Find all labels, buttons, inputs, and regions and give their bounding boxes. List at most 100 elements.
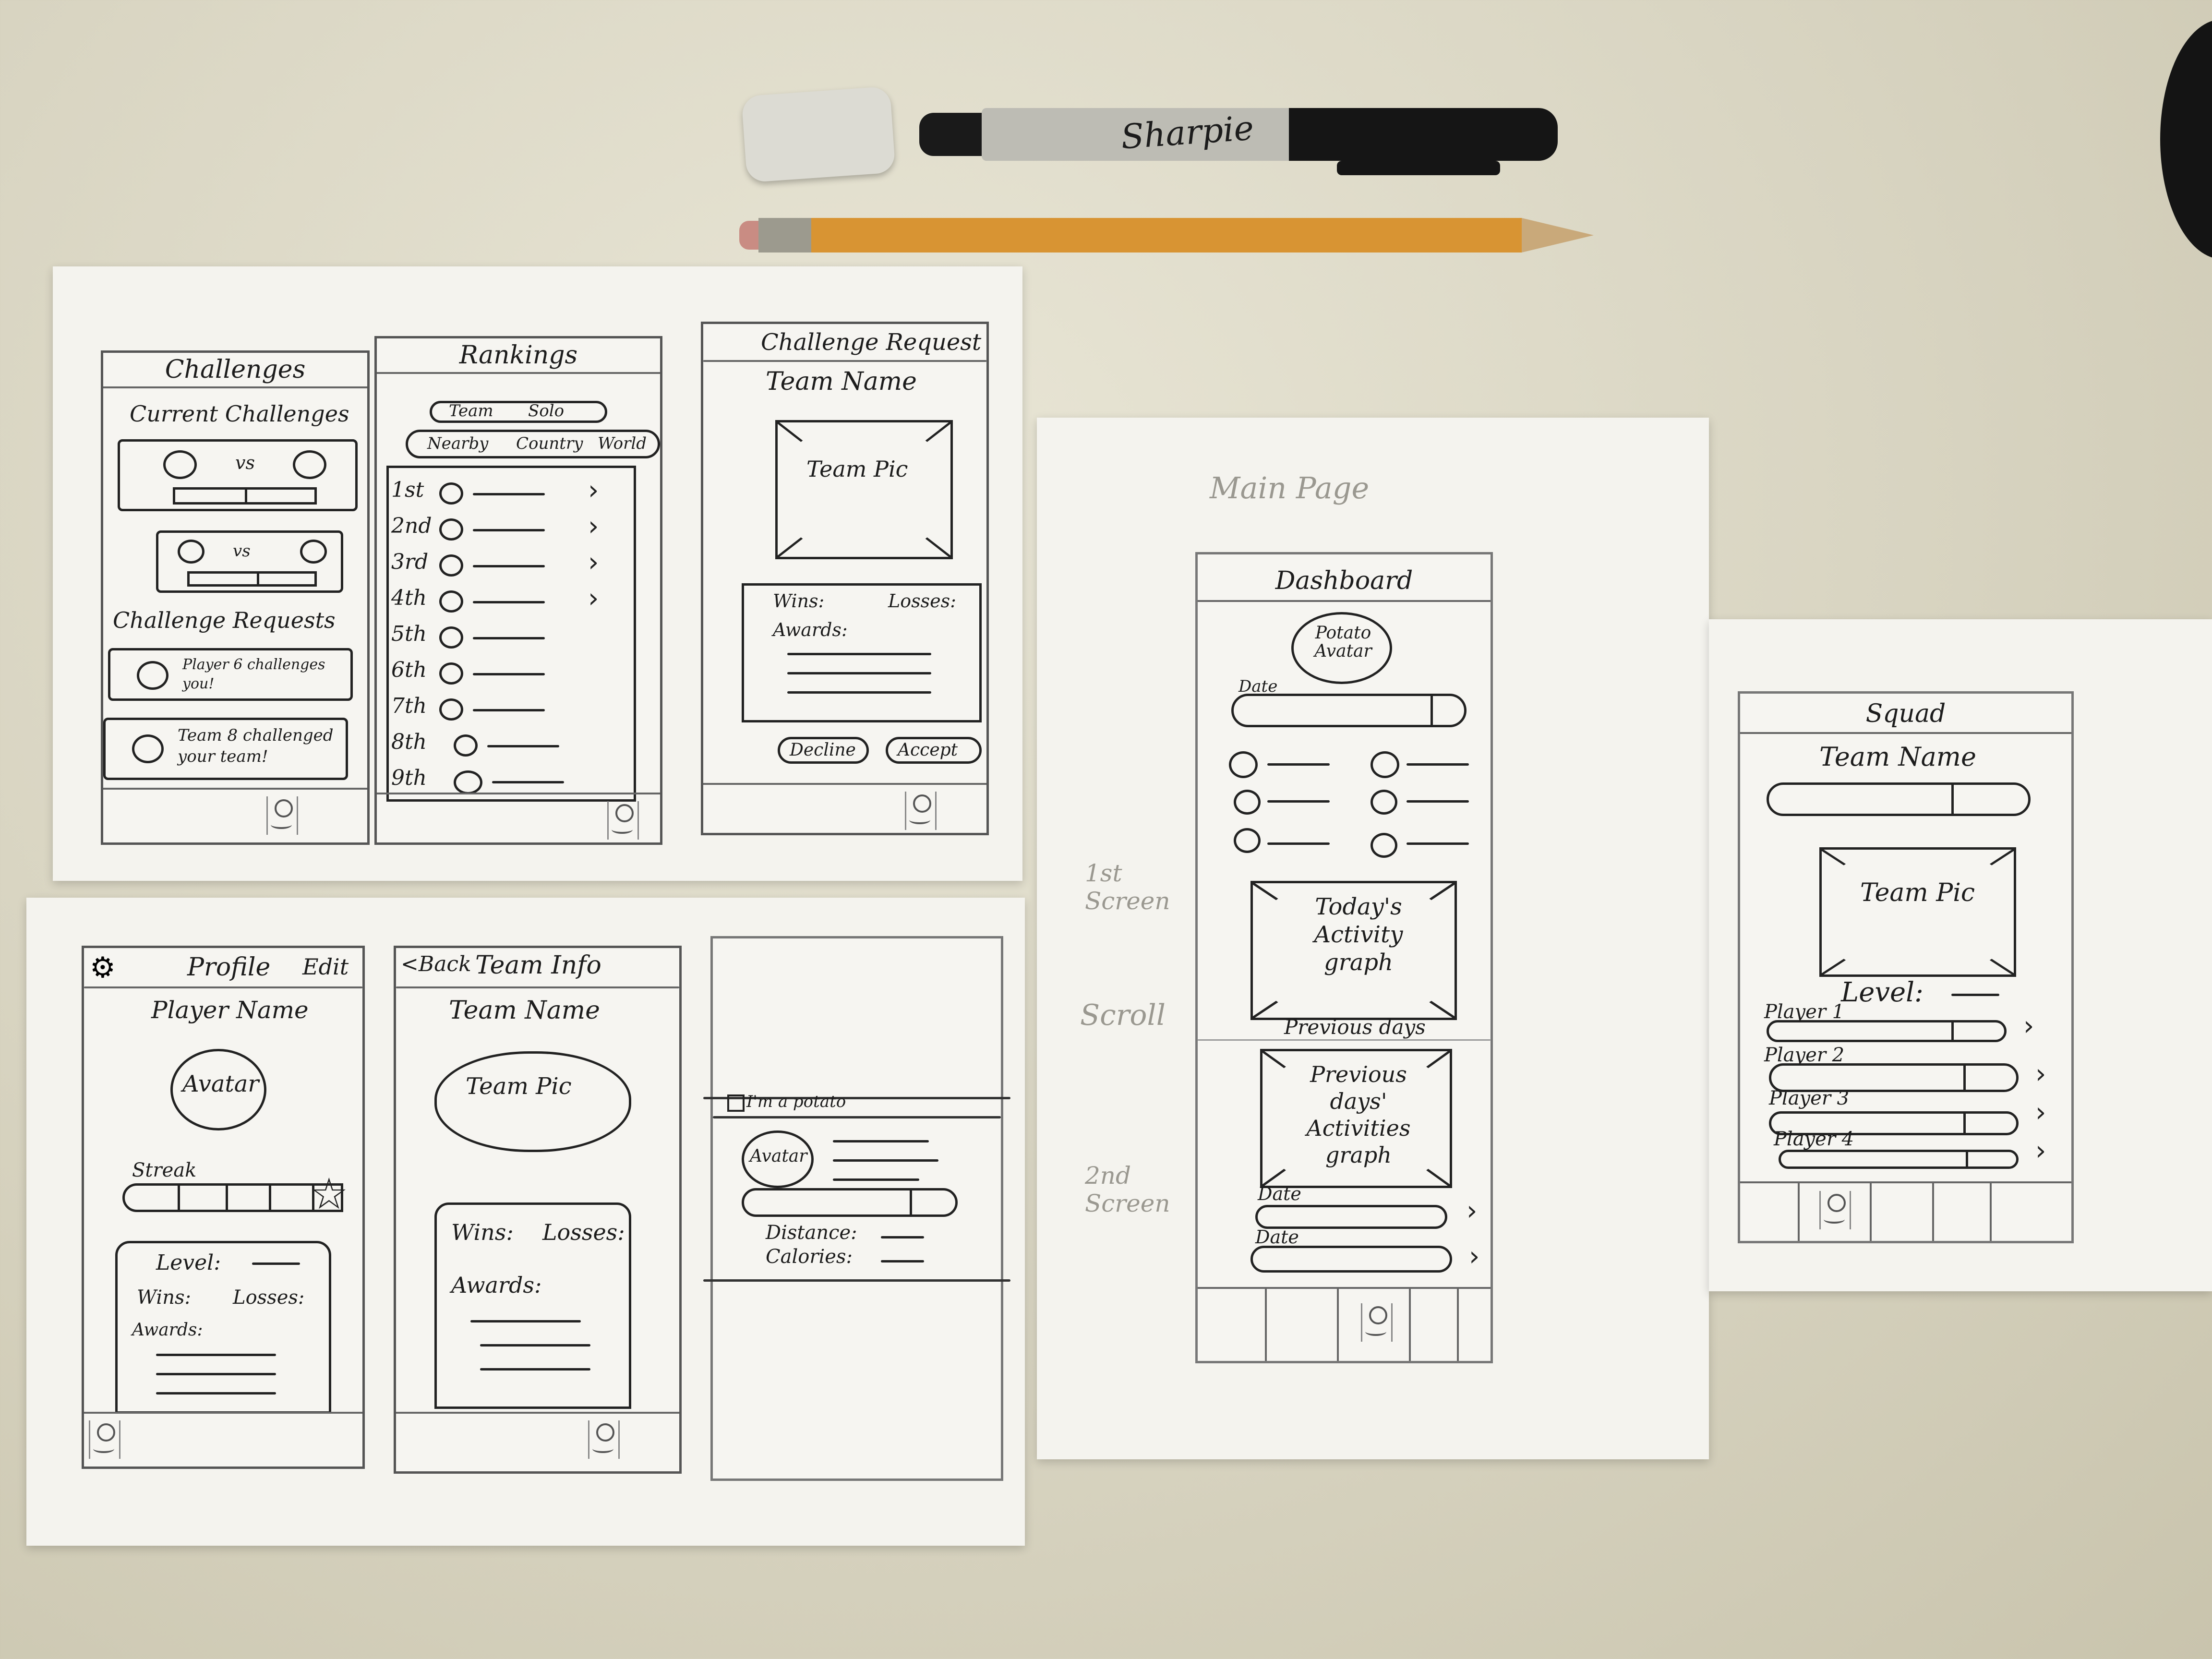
team-info-title: Team Info [475,951,601,980]
vs-label: vs [235,452,255,473]
entry-avatar-icon [439,662,463,685]
tab-bar [703,783,986,833]
request-card-2[interactable]: Team 8 challenged your team! [103,718,348,780]
profile-tab-icon[interactable] [1361,1303,1393,1342]
challenge-card-2[interactable]: vs [156,530,343,593]
progress-bar [742,1188,958,1217]
progress-bar [1767,782,2031,816]
team-name: Team Name [766,367,917,396]
level-label: Level: [156,1250,221,1275]
profile-tab-icon[interactable] [1819,1191,1851,1229]
date-row-bar[interactable] [1250,1246,1452,1273]
player-name-2: Player 2 [1764,1044,1845,1066]
scope-toggle[interactable]: Nearby Country World [406,430,660,458]
team-avatar-icon [132,734,164,763]
rank-row[interactable]: 5th [386,622,617,658]
challenge-card-1[interactable]: vs [118,439,358,511]
rank-row[interactable]: 4th› [386,583,617,622]
entry-avatar-icon [439,482,463,505]
player-progress-1[interactable] [1767,1020,2007,1042]
awards-label: Awards: [451,1272,542,1298]
potato-checkbox[interactable] [727,1094,745,1112]
team-pic[interactable]: Team Pic [434,1051,631,1152]
toggle-world[interactable]: World [598,434,647,453]
tab-bar [84,1412,362,1467]
first-screen-note: 1st Screen [1085,859,1170,915]
chevron-right-icon[interactable]: › [2035,1135,2046,1166]
friend-avatar-icon[interactable] [1234,790,1261,815]
losses-label: Losses: [233,1286,305,1309]
potato-avatar[interactable]: Potato Avatar [1291,612,1392,684]
chevron-right-icon[interactable]: › [2035,1058,2046,1090]
settings-gear-icon[interactable]: ⚙ [90,951,116,985]
chevron-right-icon[interactable]: › [1469,1241,1480,1272]
entry-avatar-icon [454,734,478,757]
player-name-1: Player 1 [1764,1001,1845,1023]
rank-row[interactable]: 1st› [386,475,617,514]
player-progress-2[interactable] [1769,1063,2019,1092]
team-b-icon [300,540,327,564]
profile-tab-icon[interactable] [607,801,639,840]
profile-tab-icon[interactable] [266,796,298,835]
chevron-right-icon[interactable]: › [1467,1195,1478,1226]
back-link[interactable]: <Back [401,952,471,976]
desk-lamp-base [2160,19,2212,259]
wins-label: Wins: [137,1286,191,1309]
friend-avatar-icon[interactable] [1370,751,1399,778]
avatar[interactable]: Avatar [170,1049,266,1130]
accept-button[interactable]: Accept [886,737,982,764]
friend-avatar-icon[interactable] [1370,833,1397,858]
todays-activity-graph: Today's Activity graph [1250,881,1457,1020]
player-avatar-icon [137,661,168,690]
team-pic-label: Team Pic [806,456,908,482]
profile-tab-icon[interactable] [905,792,937,830]
distance-label: Distance: [766,1222,857,1244]
team-solo-toggle[interactable]: Team Solo [430,401,607,423]
challenges-title: Challenges [103,353,367,388]
team-name: Team Name [1819,742,1976,772]
player-progress-4[interactable] [1779,1150,2019,1169]
wins-label: Wins: [451,1219,514,1245]
friend-avatar-icon[interactable] [1370,790,1397,815]
potato-checkbox-label: I'm a potato [746,1092,846,1111]
chevron-right-icon[interactable]: › [2023,1010,2034,1042]
potato-screen: I'm a potato Avatar Distance: Calories: [703,936,1010,1481]
rank-row[interactable]: 3rd› [386,547,617,586]
friend-avatar-icon[interactable] [1234,828,1261,853]
rank-row[interactable]: 8th [386,730,617,766]
friend-avatar-icon[interactable] [1229,751,1258,778]
toggle-solo[interactable]: Solo [528,401,565,421]
player-name-4: Player 4 [1774,1128,1854,1150]
decline-button[interactable]: Decline [778,737,869,764]
profile-title: Profile [187,953,271,982]
rank-row[interactable]: 9th [386,766,617,802]
graph-label: Previous days' Activities graph [1306,1061,1411,1168]
challenge-request-title: Challenge Request [761,329,982,356]
team-pic-placeholder: Team Pic [1819,847,2016,977]
chevron-right-icon[interactable]: › [2035,1097,2046,1128]
rank-row[interactable]: 6th [386,658,617,694]
rank-row[interactable]: 7th [386,694,617,730]
profile-tab-icon[interactable] [588,1420,620,1459]
rankings-list [386,466,636,802]
team-b-icon [293,450,326,479]
toggle-country[interactable]: Country [516,434,583,453]
rank-label: 3rd [391,550,429,574]
date-row-bar[interactable] [1255,1205,1447,1229]
dashboard-screen: Dashboard Potato Avatar Date Today's Act… [1195,552,1493,1363]
toggle-team[interactable]: Team [449,401,493,421]
potato-avatar[interactable]: Avatar [742,1130,814,1188]
edit-link[interactable]: Edit [302,954,349,980]
rank-label: 5th [391,622,427,646]
chevron-right-icon: › [588,583,599,614]
team-pic-label: Team Pic [1860,878,1975,907]
request-card-1[interactable]: Player 6 challenges you! [108,648,353,701]
scroll-note: Scroll [1080,998,1166,1032]
team-a-icon [163,450,197,479]
rank-label: 8th [391,730,427,754]
toggle-nearby[interactable]: Nearby [427,434,489,453]
rank-row[interactable]: 2nd› [386,511,617,550]
pencil [739,216,1603,254]
player-progress-3[interactable] [1769,1111,2019,1135]
profile-tab-icon[interactable] [89,1420,120,1459]
